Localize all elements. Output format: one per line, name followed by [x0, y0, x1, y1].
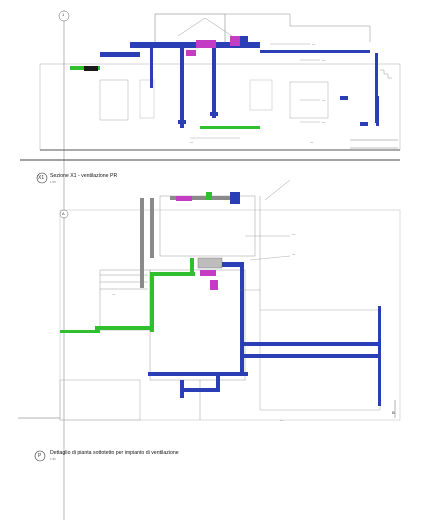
section-marker-label: X1	[38, 175, 45, 181]
plan-room	[159, 195, 256, 257]
plan-marker	[34, 450, 46, 462]
existing-duct	[140, 198, 144, 288]
plan-note: —	[292, 252, 296, 256]
vertical-duct	[376, 96, 379, 126]
plan-outline	[59, 209, 401, 421]
leader-line	[249, 255, 291, 261]
plan-note: —	[292, 232, 296, 236]
section-note: —	[322, 120, 326, 124]
terminal	[360, 122, 368, 126]
main-duct	[240, 354, 380, 358]
vertical-duct	[180, 48, 184, 128]
supply-duct	[60, 330, 100, 333]
branch	[216, 376, 220, 392]
section-note: —	[190, 140, 194, 144]
branch-duct	[100, 52, 140, 57]
roof-gable	[177, 17, 233, 37]
unit-block	[84, 66, 98, 71]
plan-marker-label: P	[38, 453, 42, 459]
section-ducts	[70, 36, 379, 129]
plan-ducts	[60, 192, 381, 406]
section-leaders	[190, 43, 320, 139]
grid-bubble	[59, 209, 69, 219]
plan-room	[259, 309, 381, 411]
stair	[380, 69, 392, 79]
return-duct	[230, 36, 244, 46]
grid-mark: A	[62, 211, 65, 216]
window	[289, 81, 329, 119]
branch	[180, 388, 220, 392]
main-duct	[148, 372, 248, 376]
section-note: —	[312, 42, 316, 46]
plan-view	[18, 179, 401, 421]
terminal	[210, 112, 218, 116]
plan-scale: 1:50	[50, 457, 56, 461]
vertical-duct	[212, 48, 216, 118]
window	[139, 79, 155, 119]
plan-title: Dettaglio di pianta sottotetto per impia…	[50, 450, 179, 456]
main-duct	[222, 262, 244, 267]
plan-diagonal	[264, 179, 291, 201]
supply-duct	[95, 326, 150, 330]
existing-duct	[170, 196, 240, 200]
section-view	[20, 10, 401, 520]
plan-note: —	[280, 418, 284, 422]
return-duct	[210, 280, 218, 290]
main-duct	[240, 262, 244, 372]
supply-duct	[206, 192, 212, 200]
ventilation-unit	[197, 257, 223, 269]
terminal	[340, 96, 348, 100]
window	[249, 79, 273, 111]
terminal	[178, 120, 186, 124]
supply-duct	[200, 126, 260, 129]
section-note: —	[310, 140, 314, 144]
section-scale: 1:50	[50, 180, 56, 184]
branch-duct-right	[260, 50, 370, 53]
section-marker	[36, 172, 48, 184]
roof-outline	[154, 13, 226, 42]
return-duct	[186, 50, 196, 56]
window	[99, 79, 129, 121]
riser	[378, 306, 381, 406]
section-building-outline	[39, 63, 401, 151]
plan-room	[149, 269, 246, 381]
supply-duct	[150, 272, 195, 276]
vertical-duct	[375, 53, 378, 123]
return-duct	[200, 270, 216, 276]
plan-leaders	[240, 235, 291, 291]
grid-mark: 1	[62, 12, 65, 17]
grid-bubble	[58, 10, 70, 22]
main-duct	[230, 192, 240, 204]
main-duct	[240, 342, 380, 346]
supply-duct	[150, 276, 154, 332]
plan-note: —	[112, 292, 116, 296]
roof-right	[225, 13, 371, 42]
return-duct	[176, 196, 192, 201]
supply-duct	[190, 258, 194, 274]
section-note: —	[322, 58, 326, 62]
existing-duct	[150, 198, 154, 258]
main-duct-horizontal	[130, 42, 260, 48]
return-duct	[196, 40, 216, 48]
grid-mark: B	[392, 410, 395, 415]
duct-riser	[240, 36, 248, 48]
section-note: —	[322, 98, 326, 102]
plan-room	[59, 379, 141, 421]
section-title: Sezione X1 - ventilazione PR	[50, 173, 118, 179]
vertical-duct	[150, 48, 153, 88]
